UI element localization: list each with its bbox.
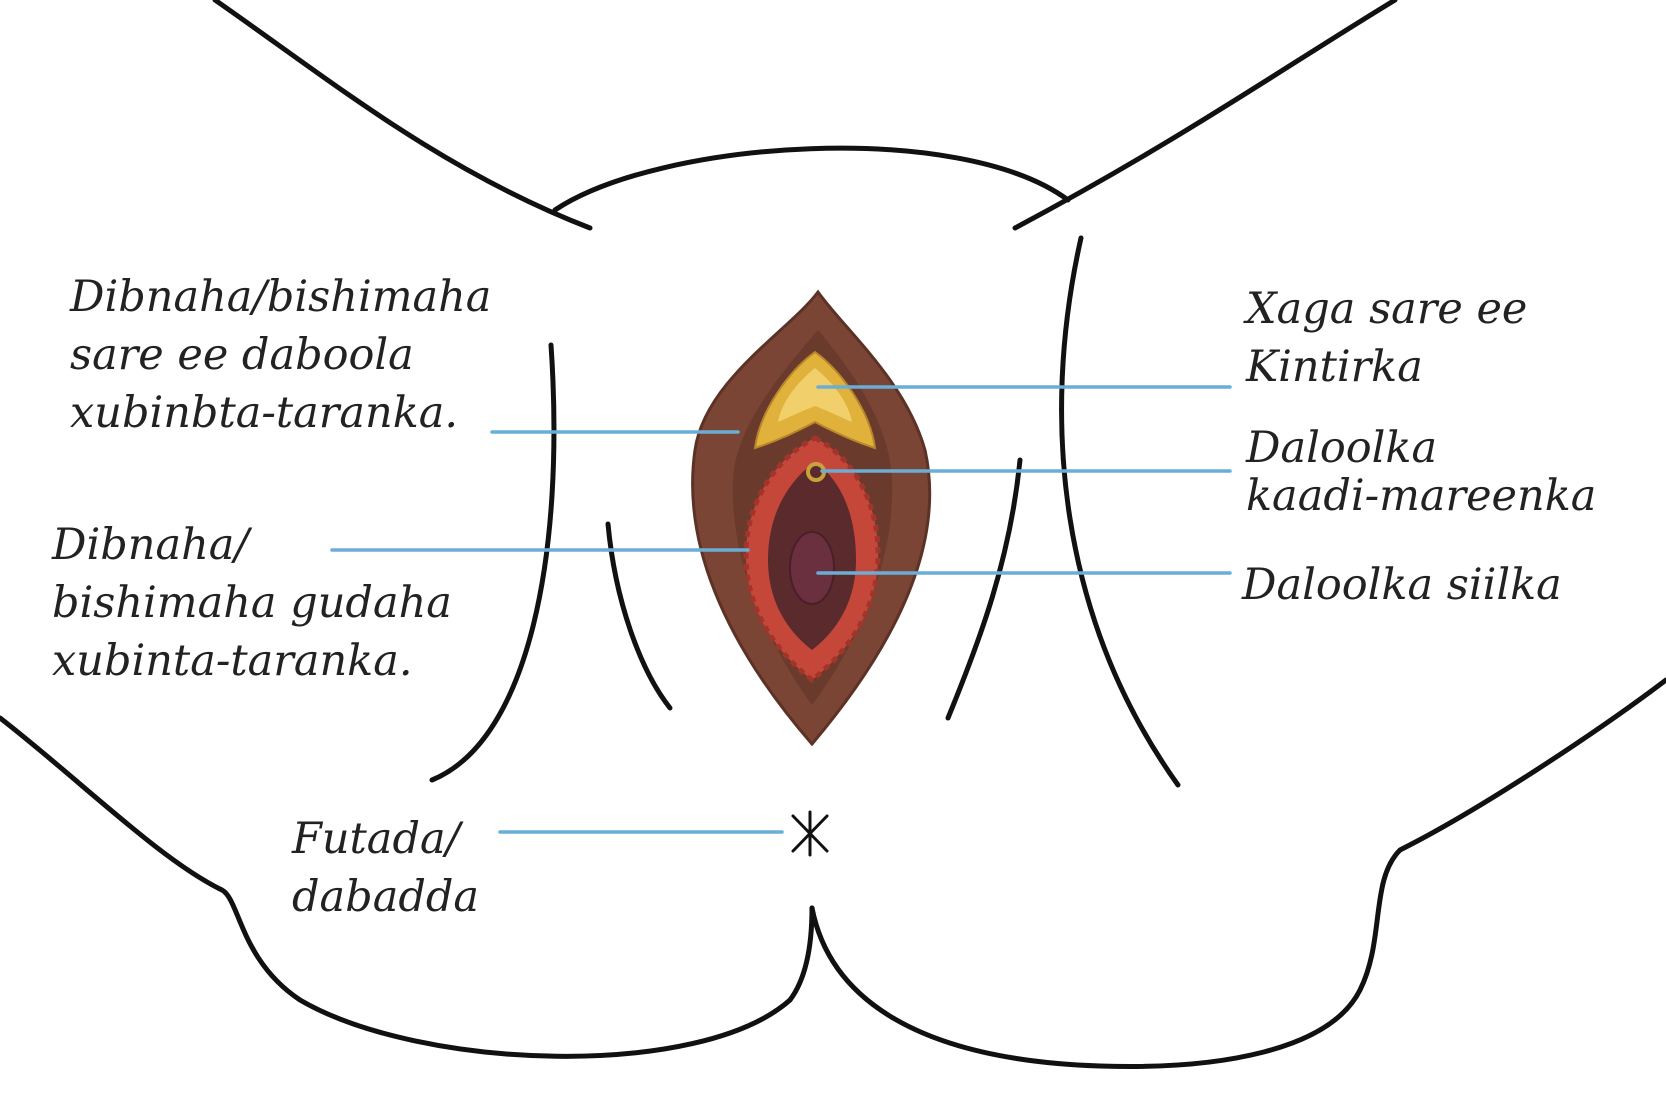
right-inner-thigh-line — [1059, 235, 1181, 788]
label-line: Xaga sare ee — [1246, 284, 1528, 334]
left-thigh-top-curve — [212, 0, 593, 231]
label-line: dabadda — [292, 872, 480, 922]
right-thigh-top-curve — [1012, 0, 1398, 231]
perineum-marker-icon — [791, 810, 829, 857]
vulva-model — [691, 289, 932, 747]
label-outer-lips: Dibnaha/bishimaha sare ee daboola xubinb… — [70, 268, 491, 442]
label-line: bishimaha gudaha — [52, 578, 452, 628]
vaginal-opening-shape — [789, 531, 835, 605]
label-clitoris: Xaga sare ee Kintirka — [1246, 280, 1527, 396]
label-urethra: Daloolka kaadi-mareenka — [1246, 424, 1596, 520]
label-line: kaadi-mareenka — [1246, 471, 1597, 521]
label-line: Daloolka siilka — [1242, 560, 1562, 610]
belly-curve — [552, 145, 1071, 213]
label-line: xubinbta-taranka. — [70, 388, 459, 438]
body-outline — [0, 0, 1666, 1069]
label-line: Dibnaha/ — [52, 520, 249, 570]
leader-lines — [330, 385, 1232, 834]
label-line: Daloolka — [1246, 423, 1438, 473]
label-inner-lips: Dibnaha/ bishimaha gudaha xubinta-tarank… — [52, 516, 452, 690]
label-line: Futada/ — [292, 814, 461, 864]
clitoral-hood-highlight — [778, 368, 852, 422]
left-inner-thigh-line — [429, 342, 557, 783]
label-line: sare ee daboola — [70, 330, 414, 380]
label-line: xubinta-taranka. — [52, 636, 413, 686]
right-buttock-outline — [809, 677, 1666, 1069]
label-vagina: Daloolka siilka — [1242, 556, 1562, 614]
left-buttock-outline — [0, 715, 815, 1059]
label-line: Dibnaha/bishimaha — [70, 272, 492, 322]
label-perineum: Futada/ dabadda — [292, 810, 479, 926]
label-line: Kintirka — [1246, 342, 1423, 392]
right-groin-line — [945, 457, 1023, 721]
